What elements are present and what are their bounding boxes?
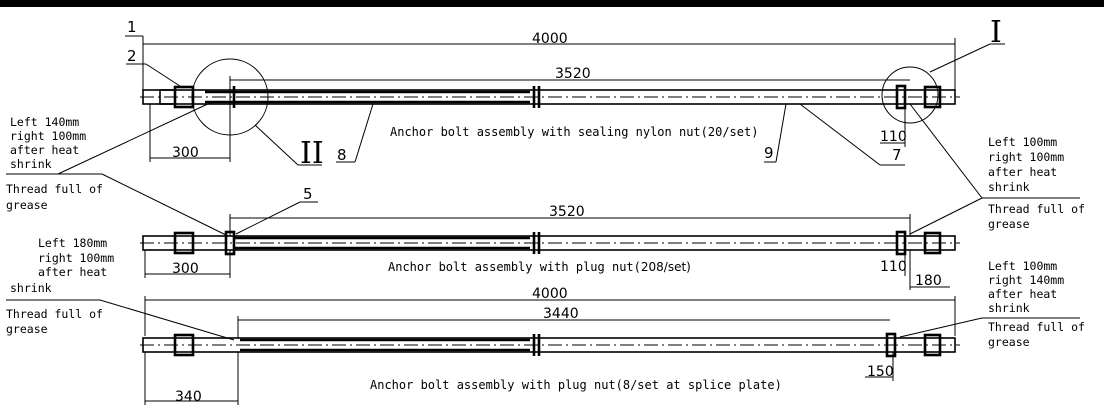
dim-total: 4000 (532, 31, 568, 47)
assembly-2: 3520 300 110 180 5 Anchor bolt assembly … (140, 185, 960, 290)
tag-2: 2 (127, 47, 137, 65)
tag-5: 5 (303, 185, 313, 203)
note-right-2-line-2: right 140mm (988, 273, 1064, 287)
assembly-2-count: 208/set) (641, 260, 691, 274)
right-nut (923, 85, 942, 109)
assembly-3: 4000 3440 340 150 Anchor bolt assembly w… (140, 286, 960, 405)
left-nut-2 (173, 231, 195, 255)
note-left-1: Left 140mm right 100mm after heat shrink… (6, 101, 229, 237)
note-right-1-grease-1: Thread full of (988, 202, 1085, 216)
note-left-2: Left 180mm right 100mm after heat shrink… (6, 236, 235, 341)
detail-label-II: II (300, 136, 324, 171)
note-right-1: Left 100mm right 100mm after heat shrink… (909, 103, 1085, 235)
assembly-3-title: Anchor bolt assembly with plug nut(8/set… (370, 378, 782, 392)
note-right-2-line-3: after heat (988, 287, 1057, 301)
note-right-2-grease-2: grease (988, 335, 1030, 349)
note-right-1-line-1: Left 100mm (988, 135, 1057, 149)
detail-circle-I (881, 66, 939, 124)
note-left-1-line-1: Left 140mm (10, 115, 79, 129)
note-left-1-grease-1: Thread full of (6, 182, 103, 196)
dim-inner: 3520 (555, 66, 591, 82)
tag-7: 7 (892, 146, 902, 164)
tag-1: 1 (127, 18, 137, 36)
note-left-1-line-3: after heat (10, 143, 79, 157)
dim-inner-2: 3520 (549, 204, 585, 220)
dim-right2-2: 180 (915, 273, 942, 289)
note-right-1-line-2: right 100mm (988, 150, 1064, 164)
dim-left: 300 (172, 145, 199, 161)
note-right-2-line-1: Left 100mm (988, 259, 1057, 273)
right-nut-2 (923, 231, 942, 255)
dim-left-2: 300 (172, 261, 199, 277)
note-left-1-line-4: shrink (10, 157, 52, 171)
dim-right: 110 (880, 129, 907, 145)
note-right-2: Left 100mm right 140mm after heat shrink… (899, 259, 1085, 349)
note-left-1-line-2: right 100mm (10, 129, 86, 143)
note-left-2-line-2: right 100mm (38, 251, 114, 265)
note-right-2-line-4: shrink (988, 301, 1030, 315)
top-border (0, 0, 1104, 7)
dim-total-3: 4000 (532, 286, 568, 302)
tag-8: 8 (337, 146, 347, 164)
assembly-2-title: Anchor bolt assembly with plug nut(208/s… (388, 260, 691, 274)
assembly-1-title: Anchor bolt assembly with sealing nylon … (390, 125, 758, 139)
left-nut-3 (173, 333, 195, 357)
note-left-2-grease-2: grease (6, 322, 48, 336)
note-right-2-grease-1: Thread full of (988, 320, 1085, 334)
dim-inner-3: 3440 (543, 306, 579, 322)
note-right-1-line-4: shrink (988, 180, 1030, 194)
assembly-1: 4000 3520 300 110 1 (125, 15, 1005, 171)
note-left-2-line-1: Left 180mm (38, 236, 107, 250)
dim-left-3: 340 (175, 389, 202, 405)
dim-right-3: 150 (867, 364, 894, 380)
note-right-1-line-3: after heat (988, 165, 1057, 179)
note-right-1-grease-2: grease (988, 217, 1030, 231)
detail-label-I: I (990, 15, 1002, 50)
note-left-2-grease-1: Thread full of (6, 307, 103, 321)
dim-right-2: 110 (880, 259, 907, 275)
note-left-2-line-4: shrink (10, 281, 52, 295)
tag-9: 9 (764, 144, 774, 162)
right-nut-3 (923, 333, 942, 357)
note-left-1-grease-2: grease (6, 198, 48, 212)
note-left-2-line-3: after heat (38, 265, 107, 279)
